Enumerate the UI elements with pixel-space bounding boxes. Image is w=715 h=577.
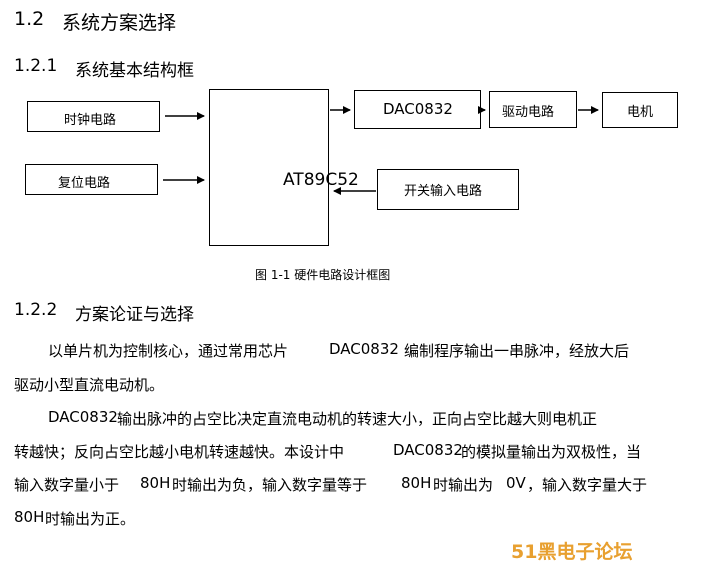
value-text: 80H [140,474,171,492]
text-line: 驱动小型直流电动机。 [14,376,165,394]
text-line: 时输出为正。 [45,510,136,528]
chip-name: DAC0832 [48,408,118,426]
switch-input-label: 开关输入电路 [404,184,483,199]
section-number: 1.2 [14,8,45,30]
figure-caption: 图 1-1 硬件电路设计框图 [255,268,391,282]
motor-label: 电机 [627,105,654,120]
subsection-2-number: 1.2.2 [14,300,58,320]
text-line: 编制程序输出一串脉冲，经放大后 [404,342,630,360]
text-line: 输出脉冲的占空比决定直流电动机的转速大小，正向占空比越大则电机正 [117,410,598,428]
text-line: 时输出为负，输入数字量等于 [172,476,368,494]
value-text: 0V [506,474,526,492]
subsection-2-title: 方案论证与选择 [75,305,194,325]
text-line: 以单片机为控制核心，通过常用芯片 [48,342,289,360]
clock-circuit-label: 时钟电路 [64,113,117,128]
value-text: 80H [14,508,45,526]
driver-circuit-label: 驱动电路 [502,105,555,120]
chip-name: DAC0832 [393,441,463,459]
clock-circuit-box: 时钟电路 [27,101,160,132]
driver-circuit-box: 驱动电路 [489,91,577,128]
subsection-1-number: 1.2.1 [14,56,58,76]
reset-circuit-box: 复位电路 [25,164,158,195]
subsection-1-title: 系统基本结构框 [75,61,194,81]
mcu-label: AT89C52 [283,170,359,190]
reset-circuit-label: 复位电路 [58,176,111,191]
section-title: 系统方案选择 [62,12,177,34]
chip-name: DAC0832 [329,340,399,358]
text-line: ，输入数字量大于 [527,476,648,494]
value-text: 80H [401,474,432,492]
dac-box: DAC0832 [354,90,481,129]
mcu-box: AT89C52 [209,89,359,246]
text-line: 的模拟量输出为双极性，当 [461,443,642,461]
dac-label: DAC0832 [383,100,453,118]
watermark-logo-text: 51黑电子论坛 [511,541,633,563]
text-line: 转越快；反向占空比越小电机转速越快。本设计中 [14,443,345,461]
motor-box: 电机 [602,92,678,128]
text-line: 时输出为 [433,476,494,494]
text-line: 输入数字量小于 [14,476,120,494]
switch-input-box: 开关输入电路 [377,169,519,210]
